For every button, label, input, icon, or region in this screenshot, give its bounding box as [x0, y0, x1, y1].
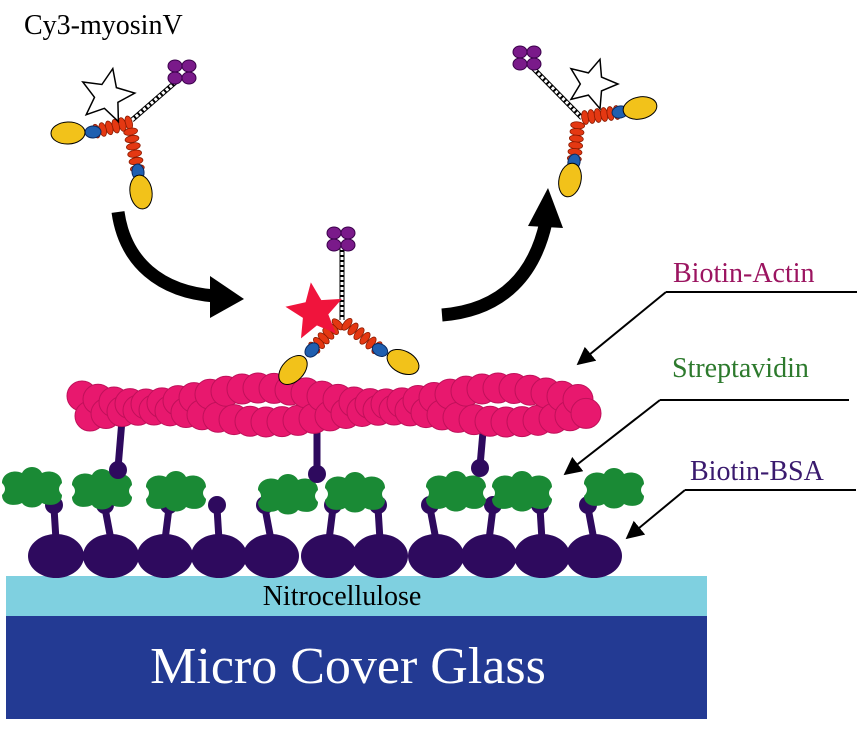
actin-biotin-linker	[109, 419, 127, 479]
biotin-bsa-molecule	[461, 496, 517, 578]
myosin-free-left	[50, 59, 197, 210]
streptavidin-label: Streptavidin	[672, 353, 809, 384]
streptavidin-layer	[2, 467, 644, 515]
biotin-bsa-molecule	[28, 496, 84, 578]
cover-glass-layer	[6, 615, 707, 719]
cy3-myosin-label: Cy3-myosinV	[24, 10, 183, 41]
biotin-actin-label: Biotin-Actin	[673, 258, 815, 289]
streptavidin-molecule	[492, 471, 552, 512]
cover-glass-label: Micro Cover Glass	[150, 638, 546, 695]
biotin-bsa-molecule	[83, 496, 139, 578]
binding-arrow	[111, 210, 244, 318]
biotin-actin-callout	[576, 291, 857, 366]
biotin-bsa-callout	[625, 489, 856, 540]
biotin-bsa-molecule	[191, 496, 247, 578]
streptavidin-molecule	[258, 474, 318, 515]
nitrocellulose-label: Nitrocellulose	[263, 581, 422, 612]
streptavidin-molecule	[2, 467, 62, 508]
nitrocellulose-layer	[6, 576, 707, 616]
myosin-bound-center	[278, 226, 420, 385]
streptavidin-molecule	[146, 471, 206, 512]
actin-monomer	[570, 397, 602, 429]
streptavidin-molecule	[72, 469, 132, 510]
biotin-bsa-layer	[28, 496, 622, 578]
biotin-bsa-label: Biotin-BSA	[690, 456, 825, 487]
streptavidin-callout	[563, 399, 849, 476]
release-arrow	[441, 188, 563, 322]
actin-filament	[66, 372, 602, 438]
streptavidin-molecule	[325, 472, 385, 513]
streptavidin-molecule	[426, 471, 486, 512]
streptavidin-molecule	[584, 468, 644, 509]
myosin-free-right	[512, 45, 658, 198]
